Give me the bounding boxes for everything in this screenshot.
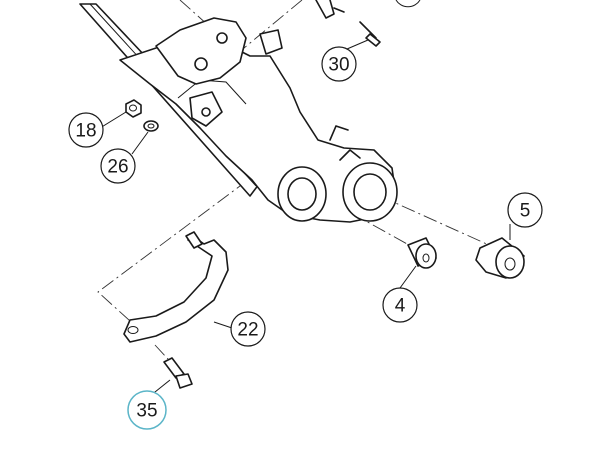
callout-22[interactable]: 22 xyxy=(230,311,266,347)
callout-4[interactable]: 4 xyxy=(382,287,418,323)
bushing-4-part xyxy=(407,237,437,269)
bolt-30-part xyxy=(315,0,381,47)
callout-26-label: 26 xyxy=(107,157,128,178)
callout-30[interactable]: 30 xyxy=(321,46,357,82)
callout-18-label: 18 xyxy=(75,121,96,142)
callout-partial-top xyxy=(395,0,421,8)
washer-26-part xyxy=(143,120,159,132)
bushing-5-part xyxy=(475,237,525,279)
swing-arm-body xyxy=(79,3,398,223)
bolt-35-part xyxy=(163,357,193,389)
callout-4-label: 4 xyxy=(395,296,406,317)
callout-18[interactable]: 18 xyxy=(68,112,104,148)
callout-22-label: 22 xyxy=(237,320,258,341)
callout-30-label: 30 xyxy=(328,55,349,76)
callout-26[interactable]: 26 xyxy=(100,148,136,184)
strap-22-part xyxy=(123,231,229,343)
nut-18-part xyxy=(125,99,142,118)
callout-5-label: 5 xyxy=(520,201,531,222)
callout-35[interactable]: 35 xyxy=(127,390,167,430)
callout-5[interactable]: 5 xyxy=(507,192,543,228)
callout-35-label: 35 xyxy=(136,401,157,422)
